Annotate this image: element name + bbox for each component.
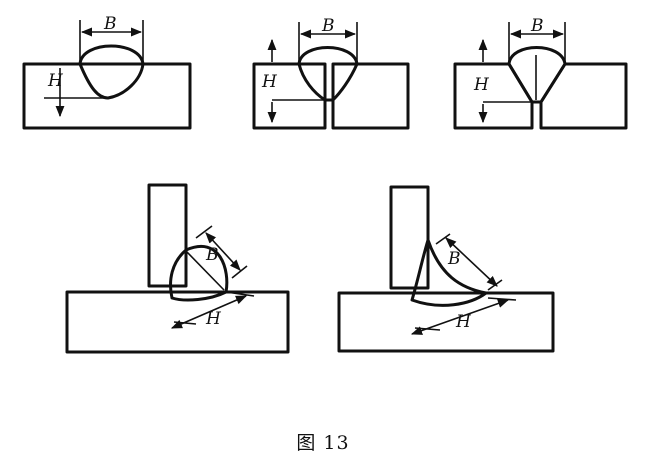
label-width: B	[447, 249, 461, 269]
label-depth: H	[47, 71, 64, 91]
plate-right-outline	[539, 62, 628, 130]
label-depth: H	[473, 75, 490, 95]
plate-right-outline	[331, 62, 410, 130]
fillet-weld-convex: B H	[65, 183, 290, 354]
vertical-plate-outline	[147, 183, 188, 288]
label-width: B	[205, 245, 219, 265]
ext-line-h-upper	[487, 297, 517, 301]
label-depth: H	[205, 309, 222, 329]
dim-line-depth	[410, 299, 510, 335]
butt-weld-square-groove: B H	[252, 16, 410, 130]
ext-line-b-upper	[435, 233, 451, 245]
dim-line-width	[445, 237, 498, 287]
ext-line-b-lower	[231, 265, 248, 279]
fillet-weld-concave: B H	[337, 185, 555, 353]
vertical-plate-outline	[389, 185, 430, 290]
butt-weld-plain: B H	[22, 14, 192, 130]
dim-line-depth	[170, 295, 248, 329]
label-width: B	[103, 14, 117, 34]
dim-line-width	[205, 232, 241, 271]
ext-line-h-upper	[225, 291, 255, 297]
label-depth: H	[261, 72, 278, 92]
label-width: B	[530, 16, 544, 36]
weld-bead	[78, 44, 145, 100]
weld-bead	[297, 46, 359, 102]
weld-bead	[507, 46, 567, 104]
weld-hypotenuse	[186, 251, 225, 291]
label-depth: H	[455, 312, 472, 332]
plate-left-outline	[252, 62, 327, 130]
ext-line-b-upper	[195, 225, 213, 239]
plate-outline	[22, 62, 192, 130]
figure-caption: 图 13	[296, 432, 350, 454]
butt-weld-v-groove: B H	[453, 16, 628, 130]
label-width: B	[321, 16, 335, 36]
base-plate-outline	[65, 290, 290, 354]
plate-left-outline	[453, 62, 534, 130]
